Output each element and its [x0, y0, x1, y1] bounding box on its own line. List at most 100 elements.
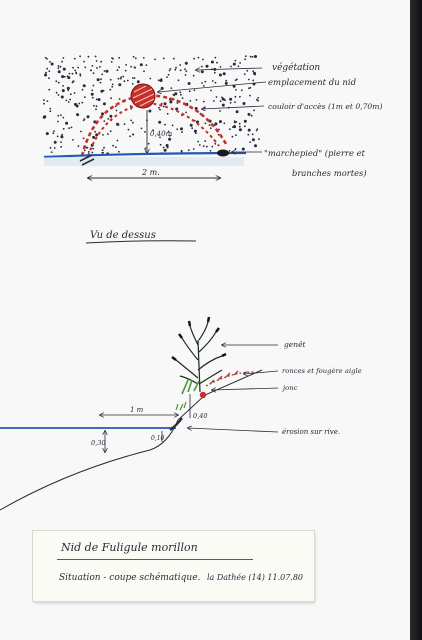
vegetation-dot — [229, 97, 233, 101]
vegetation-dot — [97, 98, 101, 102]
vegetation-dot — [202, 85, 205, 87]
vegetation-dot — [50, 151, 53, 154]
vegetation-dot — [83, 60, 85, 63]
vegetation-dot — [123, 123, 126, 126]
vegetation-dot — [249, 141, 252, 144]
card-subtitle: Situation - coupe schématique. — [59, 573, 201, 583]
vegetation-dot — [217, 133, 220, 136]
vegetation-dot — [247, 128, 251, 132]
vegetation-dot — [255, 129, 258, 132]
vegetation-dot — [167, 73, 170, 76]
vegetation-dot — [253, 109, 256, 112]
vegetation-dot — [189, 100, 192, 102]
vegetation-dot — [57, 70, 61, 74]
top-view-underline — [85, 240, 197, 244]
vegetation-dot — [103, 120, 106, 122]
vegetation-dot — [192, 74, 195, 77]
vegetation-dot — [180, 93, 182, 96]
vegetation-dot — [44, 56, 47, 59]
vegetation-dot — [202, 145, 205, 148]
vegetation-dot — [234, 148, 237, 150]
vegetation-dot — [111, 85, 114, 88]
vegetation-dot — [249, 86, 252, 89]
vegetation-dot — [233, 120, 236, 123]
vegetation-dot — [103, 146, 105, 149]
vegetation-dot — [185, 70, 188, 72]
vegetation-dot — [154, 58, 157, 61]
vegetation-dot — [118, 83, 122, 87]
vegetation-dot — [57, 114, 60, 117]
vegetation-dot — [228, 150, 231, 152]
vegetation-dot — [148, 109, 152, 113]
vegetation-dot — [235, 88, 237, 91]
vegetation-dot — [83, 149, 86, 152]
vegetation-dot — [202, 100, 205, 103]
vegetation-dot — [197, 140, 200, 143]
vegetation-dot — [107, 133, 109, 136]
vegetation-dot — [166, 76, 168, 78]
vegetation-dot — [118, 98, 121, 100]
vegetation-dot — [94, 130, 97, 133]
vegetation-dot — [105, 69, 109, 73]
vegetation-dot — [72, 139, 74, 141]
vegetation-dot — [204, 122, 207, 125]
vegetation-dot — [136, 80, 140, 84]
vegetation-dot — [62, 116, 65, 119]
vegetation-dot — [254, 73, 256, 76]
vegetation-dot — [185, 111, 188, 114]
depth-030-label: 0,30 — [91, 439, 105, 447]
vegetation-dot — [225, 79, 228, 82]
vegetation-dot — [172, 93, 175, 96]
broom-plant — [171, 316, 227, 393]
vegetation-dot — [72, 80, 74, 83]
vegetation-dot — [61, 89, 65, 93]
card-title-underline — [57, 559, 253, 560]
vegetation-dot — [210, 60, 214, 64]
step-stone — [217, 149, 229, 157]
vegetation-dot — [234, 101, 236, 103]
vegetation-dot — [73, 57, 76, 60]
vegetation-dot — [60, 95, 64, 99]
vegetation-dot — [80, 130, 82, 133]
vegetation-dot — [169, 100, 173, 104]
vegetation-dot — [60, 141, 62, 144]
vegetation-dot — [247, 112, 251, 116]
vegetation-dot — [228, 128, 231, 131]
vegetation-dot — [46, 100, 49, 102]
vegetation-dot — [75, 72, 78, 75]
dim-1m-label: 1 m — [130, 406, 144, 414]
vegetation-dot — [101, 151, 104, 154]
vegetation-dot — [234, 59, 237, 62]
vegetation-dot — [91, 96, 94, 99]
vegetation-dot — [211, 80, 214, 82]
vegetation-dot — [79, 55, 81, 58]
vegetation-dot — [179, 69, 182, 72]
vegetation-dot — [147, 142, 150, 145]
vegetation-dot — [100, 78, 102, 81]
vegetation-dot — [62, 67, 66, 71]
vegetation-dot — [254, 55, 257, 58]
vegetation-dot — [169, 68, 172, 70]
label-brambles: ronces et fougère aigle — [282, 367, 362, 375]
leader-erosion — [188, 428, 279, 433]
vegetation-dot — [132, 77, 134, 79]
vegetation-dot — [92, 84, 95, 87]
rush-tufts — [175, 401, 187, 411]
vegetation-dot — [243, 73, 246, 75]
vegetation-dot — [224, 99, 227, 102]
card-title: Nid de Fuligule morillon — [61, 541, 198, 554]
vegetation-dot — [67, 89, 70, 91]
vegetation-dot — [166, 112, 169, 115]
vegetation-dot — [114, 146, 117, 149]
vegetation-dot — [56, 135, 59, 138]
access-corridor-outer — [80, 93, 228, 157]
label-corridors: couloir d'accès (1m et 0,70m) — [268, 102, 382, 111]
vegetation-dot — [152, 129, 155, 132]
vegetation-dot — [109, 88, 112, 91]
vegetation-dot — [114, 105, 117, 108]
vegetation-dot — [81, 101, 84, 104]
vegetation-dot — [49, 146, 52, 149]
vegetation-dot — [55, 91, 58, 94]
vegetation-dot — [213, 71, 216, 74]
vegetation-dot — [60, 114, 62, 116]
